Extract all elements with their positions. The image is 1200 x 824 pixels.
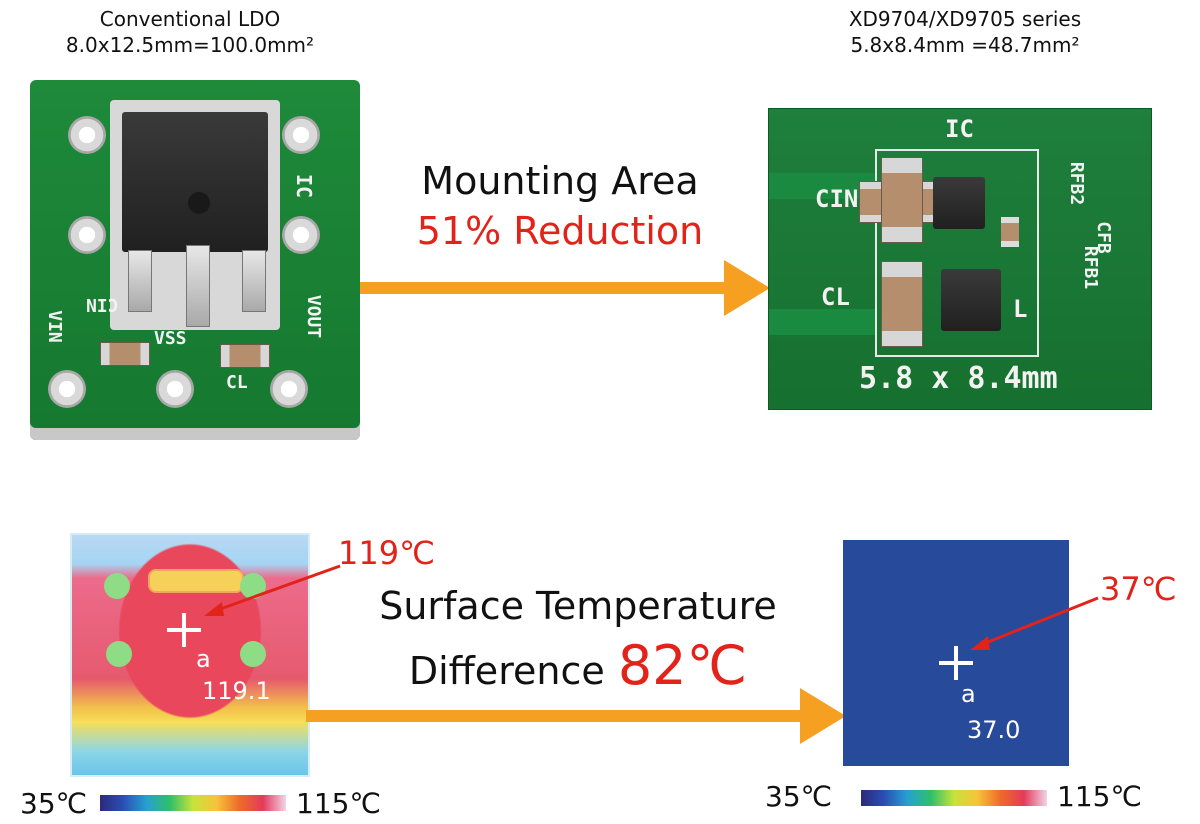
right-temp-scale: 35℃ 115℃ xyxy=(765,780,1185,814)
scale-max-label: 115℃ xyxy=(1057,780,1142,813)
xd9704-pcb-photo: IC CIN CL L CFB RFB2 RFB1 5.8 x 8.4mm xyxy=(768,108,1152,410)
hot-slot xyxy=(148,569,244,593)
label-ic: IC xyxy=(945,115,974,143)
mounting-area-label: Mounting Area xyxy=(421,159,699,203)
regulator-ic xyxy=(933,177,985,229)
label-vin: VIN xyxy=(43,310,65,343)
label-rfb1: RFB1 xyxy=(1080,245,1102,290)
scale-max-label: 115℃ xyxy=(296,787,381,820)
trace xyxy=(769,309,875,335)
xd9704-title: XD9704/XD9705 series xyxy=(848,7,1082,31)
scale-min-label: 35℃ xyxy=(765,780,833,813)
temperature-arrow-shaft xyxy=(306,710,806,722)
inductor-l xyxy=(941,269,1001,331)
mounting-area-text: Mounting Area 51% Reduction xyxy=(380,158,740,254)
cl-capacitor xyxy=(220,344,270,368)
marker-a: a xyxy=(196,645,211,673)
ldo-lead xyxy=(128,250,152,312)
difference-value: 82℃ xyxy=(617,634,748,697)
mounting-hole xyxy=(156,370,194,408)
difference-label: Difference xyxy=(408,649,605,693)
label-vout: VOUT xyxy=(303,294,325,339)
thermal-hole xyxy=(106,641,132,667)
measurement-crosshair xyxy=(167,613,201,647)
temperature-arrow-head xyxy=(800,688,846,744)
label-l: L xyxy=(1013,295,1028,323)
cool-callout-arrow xyxy=(970,596,1099,650)
cin-capacitor-body xyxy=(881,157,923,243)
color-scale-bar xyxy=(100,795,286,811)
label-chip-size: 5.8 x 8.4mm xyxy=(859,361,1058,396)
conventional-ldo-size: 8.0x12.5mm=100.0mm² xyxy=(65,33,315,57)
label-rfb2: RFB2 xyxy=(1066,161,1088,206)
ldo-package xyxy=(122,112,268,252)
label-vss: VSS xyxy=(154,328,187,349)
left-temp-scale: 35℃ 115℃ xyxy=(20,787,400,821)
mounting-hole xyxy=(282,116,320,154)
temperature-difference-text: Surface Temperature Difference 82℃ xyxy=(338,584,818,697)
thermal-hole xyxy=(104,573,130,599)
trace xyxy=(769,173,875,199)
hot-callout-arrow xyxy=(204,564,341,616)
package-hole xyxy=(188,192,210,214)
measurement-crosshair xyxy=(939,646,973,680)
conventional-ldo-title: Conventional LDO xyxy=(99,7,281,31)
thermal-hole xyxy=(240,641,266,667)
label-cl: CL xyxy=(821,283,850,311)
mounting-hole xyxy=(48,370,86,408)
label-cin: CIN xyxy=(815,185,859,213)
conventional-ldo-thermal-image: a 119.1 xyxy=(70,533,310,777)
temperature-reading: 119.1 xyxy=(202,677,271,705)
marker-a: a xyxy=(961,680,976,708)
cin-capacitor xyxy=(100,342,150,366)
cool-temp-callout: 37℃ xyxy=(1100,570,1177,608)
mounting-hole xyxy=(68,216,106,254)
mounting-hole xyxy=(68,116,106,154)
label-cl: CL xyxy=(226,372,248,393)
cl-capacitor-body xyxy=(881,261,923,347)
conventional-ldo-pcb-photo: IC CIN VIN VSS VOUT CL xyxy=(30,80,360,440)
xd9704-thermal-image: a 37.0 xyxy=(843,540,1069,766)
xd9704-caption: XD9704/XD9705 series 5.8x8.4mm =48.7mm² xyxy=(800,6,1130,58)
board-outline xyxy=(875,149,1039,357)
mounting-hole xyxy=(282,216,320,254)
conventional-ldo-caption: Conventional LDO 8.0x12.5mm=100.0mm² xyxy=(20,6,360,58)
ldo-lead xyxy=(242,250,266,312)
label-ic: IC xyxy=(292,173,317,199)
scale-min-label: 35℃ xyxy=(20,787,88,820)
cfb-capacitor xyxy=(1001,217,1019,247)
mounting-hole xyxy=(270,370,308,408)
area-arrow-shaft xyxy=(360,282,728,294)
surface-temperature-label: Surface Temperature xyxy=(379,584,777,628)
hot-temp-callout: 119℃ xyxy=(338,534,436,572)
label-cin: CIN xyxy=(86,294,119,315)
temperature-reading: 37.0 xyxy=(967,716,1021,744)
area-arrow-head xyxy=(724,260,770,316)
reduction-label: 51% Reduction xyxy=(416,209,704,253)
xd9704-size: 5.8x8.4mm =48.7mm² xyxy=(850,33,1080,57)
ldo-lead xyxy=(186,245,210,327)
color-scale-bar xyxy=(861,790,1047,806)
